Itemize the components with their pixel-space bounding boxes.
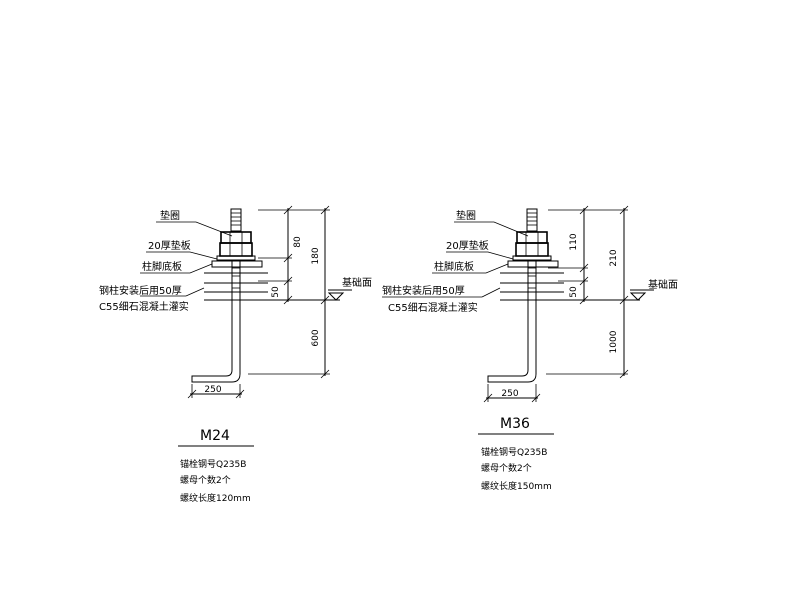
label-pad-20: 20厚垫板 bbox=[446, 239, 489, 252]
dim-110: 110 bbox=[569, 233, 579, 250]
washer bbox=[512, 255, 552, 261]
washer bbox=[216, 255, 256, 261]
detail-m36: 110 210 50 1000 250 基础面 垫圈 20厚垫板 柱脚底板 钢柱… bbox=[382, 205, 678, 492]
anchor-bolt-body bbox=[191, 298, 241, 383]
label-pad-20: 20厚垫板 bbox=[148, 239, 191, 252]
label-base-plate: 柱脚底板 bbox=[434, 260, 474, 273]
dim-210: 210 bbox=[609, 249, 619, 266]
dim-180: 180 bbox=[311, 247, 321, 264]
pad-plate bbox=[507, 260, 559, 268]
dim-50: 50 bbox=[271, 286, 281, 298]
leader-lines bbox=[382, 221, 529, 298]
foundation-top-symbol bbox=[327, 289, 352, 301]
anchor-bolt-body bbox=[487, 298, 537, 383]
dim-600: 600 bbox=[311, 329, 321, 346]
dim-1000: 1000 bbox=[609, 330, 619, 353]
dim-250: 250 bbox=[204, 385, 221, 395]
dimension-lines bbox=[483, 205, 629, 403]
dim-250: 250 bbox=[501, 389, 518, 399]
dim-50: 50 bbox=[569, 286, 579, 298]
note-nut-count: 螺母个数2个 bbox=[481, 462, 532, 474]
bolt-thread-tip bbox=[526, 208, 538, 232]
lower-nut bbox=[219, 242, 253, 257]
leader-lines bbox=[140, 221, 233, 297]
title-m36: M36 bbox=[500, 416, 530, 432]
note-thread-length: 螺纹长度150mm bbox=[481, 480, 552, 492]
label-concrete: C55细石混凝土灌实 bbox=[99, 300, 189, 313]
label-concrete: C55细石混凝土灌实 bbox=[388, 301, 478, 314]
note-nut-count: 螺母个数2个 bbox=[180, 474, 231, 486]
label-washer: 垫圈 bbox=[456, 209, 476, 222]
bolt-thread-tip bbox=[230, 208, 242, 232]
foundation-top-symbol bbox=[629, 289, 654, 301]
lower-nut bbox=[515, 242, 549, 257]
note-steel-grade: 锚栓钢号Q235B bbox=[180, 458, 246, 470]
label-washer: 垫圈 bbox=[160, 209, 180, 222]
detail-m24: 80 180 50 600 250 基础面 垫圈 20厚垫板 柱脚底板 钢柱安装… bbox=[99, 205, 372, 504]
note-thread-length: 螺纹长度120mm bbox=[180, 492, 251, 504]
dimension-lines bbox=[187, 205, 330, 399]
label-foundation-top: 基础面 bbox=[648, 278, 678, 291]
label-grout: 钢柱安装后用50厚 bbox=[99, 284, 182, 297]
title-m24: M24 bbox=[200, 428, 230, 444]
label-grout: 钢柱安装后用50厚 bbox=[382, 284, 465, 297]
pad-plate bbox=[211, 260, 263, 268]
note-steel-grade: 锚栓钢号Q235B bbox=[481, 446, 547, 458]
dim-80: 80 bbox=[293, 236, 303, 248]
label-foundation-top: 基础面 bbox=[342, 276, 372, 289]
label-base-plate: 柱脚底板 bbox=[142, 260, 182, 273]
